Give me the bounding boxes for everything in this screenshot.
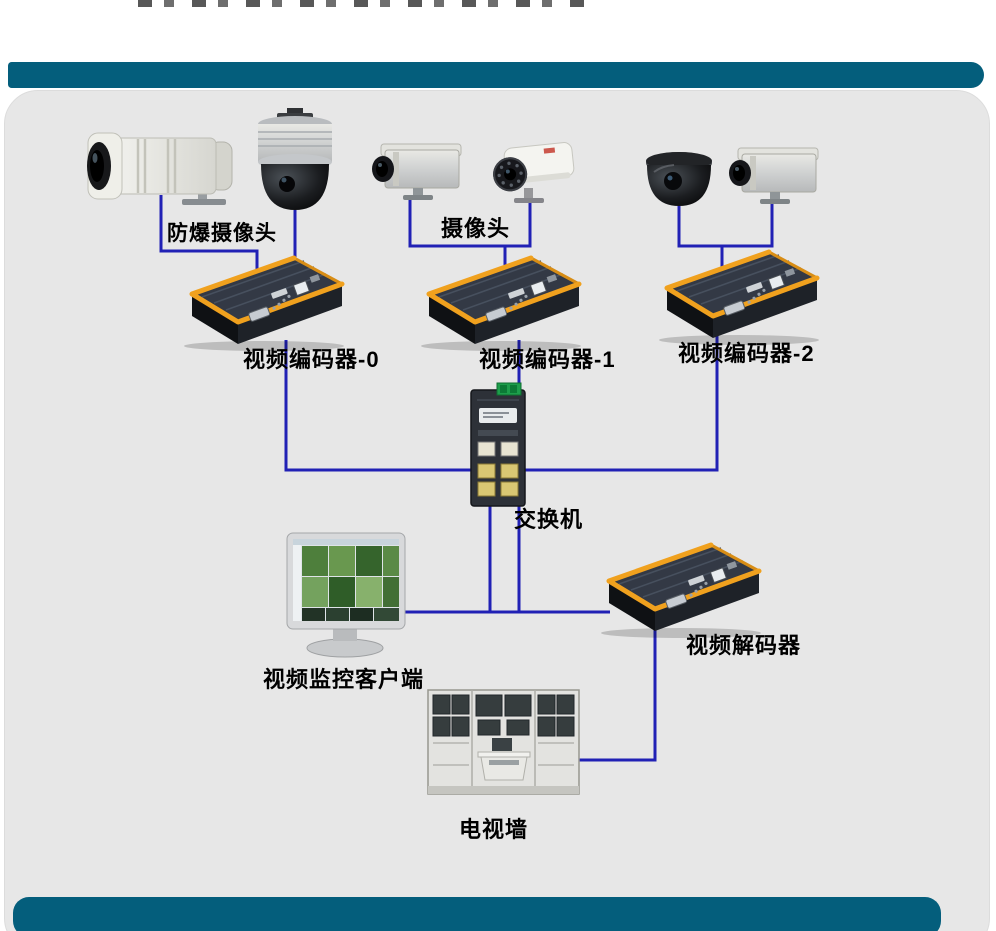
label-encoder-0: 视频编码器-0 xyxy=(243,347,380,372)
ethernet-switch xyxy=(465,382,531,510)
video-encoder-0 xyxy=(176,254,348,354)
label-switch: 交换机 xyxy=(514,507,584,532)
label-monitor-client: 视频监控客户端 xyxy=(263,667,425,692)
explosion-proof-camera xyxy=(82,124,242,210)
label-decoder: 视频解码器 xyxy=(686,633,802,658)
tv-wall xyxy=(426,686,581,808)
speed-dome-camera xyxy=(251,108,339,216)
wire xyxy=(572,630,657,762)
top-accent-bar xyxy=(8,62,984,88)
label-camera: 摄像头 xyxy=(441,216,511,241)
label-tv-wall: 电视墙 xyxy=(459,817,529,842)
box-camera-right xyxy=(726,142,822,208)
video-encoder-2 xyxy=(651,248,823,348)
wire xyxy=(284,340,500,472)
video-decoder xyxy=(593,541,765,641)
ir-camera xyxy=(484,136,580,208)
clipped-title-artifact xyxy=(138,0,590,7)
dome-camera xyxy=(642,150,716,210)
bottom-accent-bar xyxy=(13,897,941,931)
monitor-client-pc xyxy=(285,531,410,666)
wire xyxy=(408,198,532,248)
box-camera-left xyxy=(369,138,465,204)
wire xyxy=(505,335,719,472)
label-encoder-2: 视频编码器-2 xyxy=(678,341,815,366)
video-encoder-1 xyxy=(413,254,585,354)
wire xyxy=(677,202,774,248)
label-explosion-proof-camera: 防爆摄像头 xyxy=(167,222,277,245)
label-encoder-1: 视频编码器-1 xyxy=(479,347,616,372)
